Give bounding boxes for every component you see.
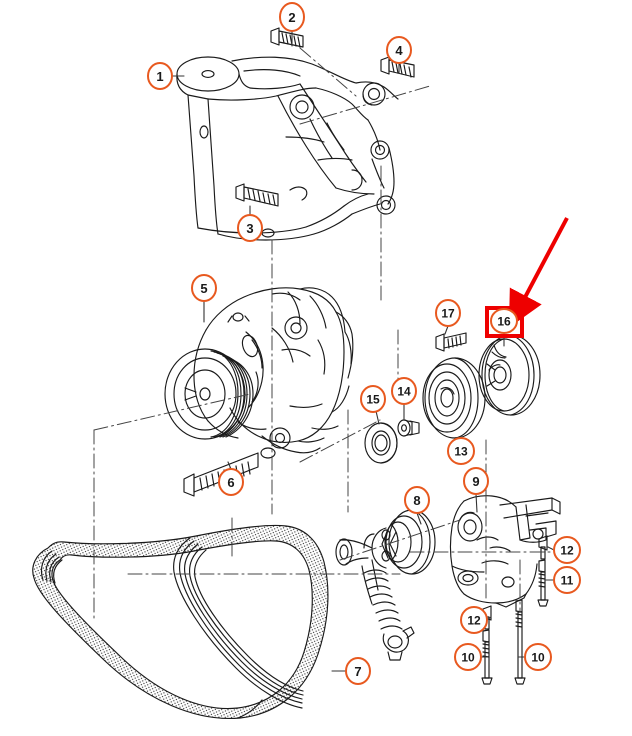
callout-label: 12	[560, 544, 574, 558]
callout-17-pulley-bolt[interactable]: 17	[435, 299, 461, 327]
callout-4-hex-flange-bolt-upper-right[interactable]: 4	[386, 36, 412, 64]
callout-label: 4	[395, 43, 403, 58]
callout-11-bracket-bolt[interactable]: 11	[553, 566, 581, 594]
callout-ring	[460, 606, 488, 634]
callout-label: 1	[156, 69, 163, 84]
callout-12-spacer-sleeve-lower[interactable]: 12	[460, 606, 488, 634]
callout-ring	[360, 385, 386, 413]
part-bolt-4	[380, 56, 415, 78]
callout-ring	[553, 536, 581, 564]
callout-ring	[435, 299, 461, 327]
callout-14-washer[interactable]: 14	[391, 377, 417, 405]
callout-label: 16	[497, 315, 511, 329]
callout-label: 7	[354, 664, 361, 679]
callout-2-hex-flange-bolt-upper[interactable]: 2	[279, 2, 305, 32]
callout-label: 15	[366, 393, 380, 407]
callout-6-alternator-through-bolt[interactable]: 6	[218, 468, 244, 496]
callout-10-tensioner-bolt-right[interactable]: 10	[524, 643, 552, 671]
callout-ring	[463, 467, 489, 495]
callout-ring	[147, 62, 173, 90]
leader-lines	[171, 30, 555, 672]
callout-label: 9	[472, 474, 479, 489]
part-washer	[397, 419, 420, 437]
callout-label: 14	[397, 385, 411, 399]
callout-ring	[447, 437, 475, 465]
part-spacer-ring	[364, 422, 398, 464]
part-alternator	[164, 287, 354, 459]
callout-10-tensioner-bolt-left[interactable]: 10	[454, 643, 482, 671]
callout-15-spacer-ring[interactable]: 15	[360, 385, 386, 413]
callout-label: 3	[246, 221, 253, 236]
callout-3-hex-flange-bolt-lower-left[interactable]: 3	[237, 214, 263, 242]
callout-ring	[391, 377, 417, 405]
part-pulley-bolt	[435, 332, 467, 352]
callout-ring	[191, 274, 217, 302]
part-bolt-3	[235, 183, 279, 207]
callout-13-idler-pulley[interactable]: 13	[447, 437, 475, 465]
part-poly-v-belt	[32, 524, 329, 720]
highlight-annotation	[485, 217, 569, 338]
callout-ring	[237, 214, 263, 242]
annotation-arrow	[508, 217, 569, 328]
callout-ring	[454, 643, 482, 671]
callout-label: 5	[200, 281, 207, 296]
callout-ring	[279, 2, 305, 32]
callout-ring	[345, 657, 371, 685]
callout-ring	[386, 36, 412, 64]
part-belt-tensioner	[335, 509, 436, 661]
callout-12-spacer-sleeve-right[interactable]: 12	[553, 536, 581, 564]
callout-label: 13	[454, 445, 468, 459]
callout-label: 17	[441, 307, 455, 321]
callout-1-alternator-support-bracket[interactable]: 1	[147, 62, 173, 90]
callout-8-belt-tensioner-damper[interactable]: 8	[404, 486, 430, 514]
callout-label: 11	[561, 574, 574, 588]
callout-16-deflection-pulley[interactable]: 16	[490, 308, 518, 334]
callout-ring	[404, 486, 430, 514]
callout-5-alternator[interactable]: 5	[191, 274, 217, 302]
part-idler-pulley	[422, 357, 486, 439]
part-bolt-10-left	[481, 629, 493, 685]
callout-ring	[490, 308, 518, 334]
callout-9-tensioner-bracket[interactable]: 9	[463, 467, 489, 495]
callout-label: 2	[288, 10, 295, 25]
callout-label: 6	[227, 475, 234, 490]
callout-ring	[553, 566, 581, 594]
callout-label: 12	[467, 614, 481, 628]
callout-label: 8	[413, 493, 420, 508]
part-tensioner-bracket	[449, 495, 561, 608]
part-bolt-10-right	[514, 599, 526, 685]
callout-ring	[524, 643, 552, 671]
part-alternator-support-bracket	[176, 56, 399, 241]
part-bolt-2	[270, 27, 304, 48]
part-deflection-pulley	[478, 334, 541, 416]
callout-ring	[218, 468, 244, 496]
part-bolt-11	[537, 559, 549, 607]
callout-7-poly-v-ribbed-belt[interactable]: 7	[345, 657, 371, 685]
callout-label: 10	[461, 651, 475, 665]
part-spacer-12-right	[538, 535, 548, 560]
callout-label: 10	[531, 651, 545, 665]
